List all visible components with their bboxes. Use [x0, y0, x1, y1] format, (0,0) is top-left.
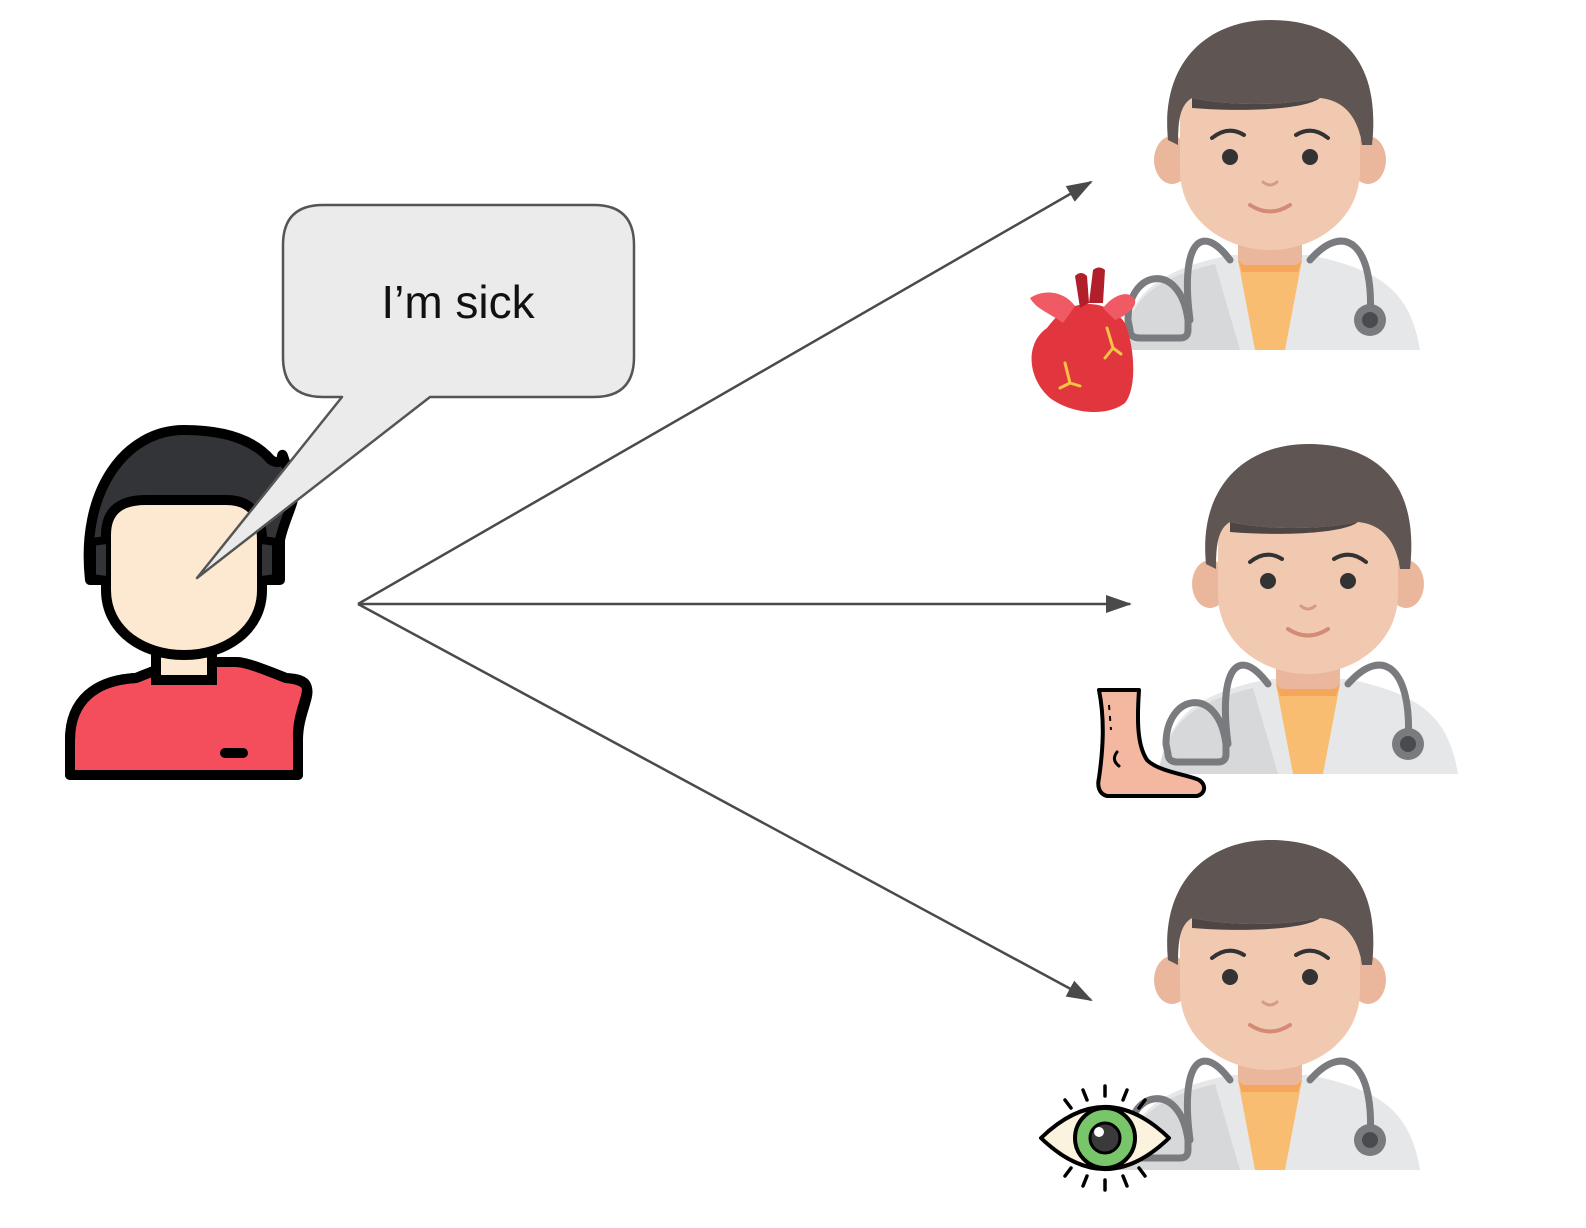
doctor-icon — [1120, 20, 1420, 350]
doctor-icon — [1120, 840, 1420, 1170]
speech-bubble: I’m sick — [195, 203, 636, 580]
foot-icon — [1096, 688, 1206, 798]
arrows — [357, 180, 1132, 1002]
person-icon — [65, 425, 313, 780]
heart-icon — [1030, 267, 1136, 413]
arrow-to-cardiologist — [357, 180, 1093, 606]
eye-icon — [1039, 1084, 1171, 1192]
doctor-icon — [1158, 444, 1458, 774]
speech-text: I’m sick — [381, 276, 535, 328]
arrow-to-ophthalmologist — [357, 602, 1093, 1002]
